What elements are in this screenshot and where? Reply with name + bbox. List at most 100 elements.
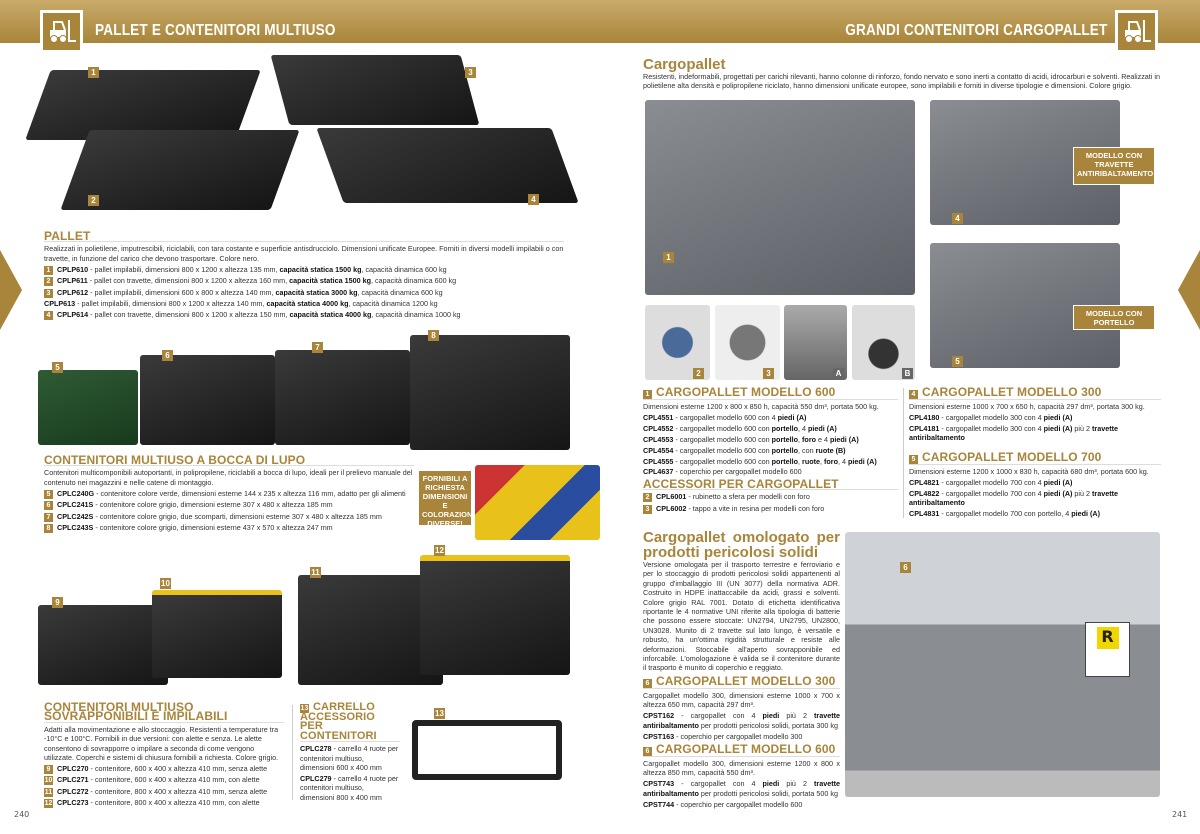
image-number: 4 [528, 194, 539, 205]
section-title-text: CARGOPALLET MODELLO 300 [922, 385, 1102, 399]
section-intro: Cargopallet modello 300, dimensioni este… [643, 690, 840, 710]
item-text-bold: piedi [762, 711, 780, 721]
item-text: , con [798, 445, 816, 455]
item-text: , capacità dinamica 1200 kg [348, 299, 438, 309]
item-text: - contenitore colore verde, dimensioni e… [94, 488, 406, 498]
product-code: CPL4822 [909, 488, 940, 498]
item-text-bold: portello [771, 434, 799, 444]
item-badge: 7 [44, 512, 53, 522]
product-code: CPST163 [643, 731, 675, 741]
list-item: CPL4637 - coperchio per cargopallet mode… [643, 467, 898, 476]
item-badge: 9 [44, 764, 53, 774]
item-text: - cargopallet modello 600 con [673, 445, 772, 455]
item-text: , [820, 456, 824, 466]
item-text: , capacità dinamica 600 kg [371, 276, 457, 286]
section-title-text: Cargopallet omologato per prodotti peric… [643, 529, 840, 561]
item-text: , capacità dinamica 600 kg [357, 287, 443, 297]
image-number: 8 [428, 330, 439, 341]
hazard-letter: R [1096, 627, 1119, 649]
product-code: CPLP612 [57, 287, 89, 297]
product-code: CPL6001 [656, 492, 687, 502]
prev-page-tab[interactable] [0, 250, 22, 330]
image-number: 2 [693, 368, 704, 379]
list-item: CPL4551 - cargopallet modello 600 con 4 … [643, 413, 898, 422]
item-badge: 6 [44, 501, 53, 511]
item-text-bold: capacità statica 1500 kg [279, 264, 362, 274]
section-title-text: CARGOPALLET MODELLO 600 [656, 385, 836, 399]
product-code: CPL4821 [909, 477, 940, 487]
item-text-bold: piedi (A) [1071, 509, 1100, 519]
image-number: 3 [465, 67, 476, 78]
section-title: ACCESSORI PER CARGOPALLET [643, 478, 898, 491]
container-image-10 [152, 590, 282, 678]
image-number: 2 [88, 195, 99, 206]
section-title: Cargopallet omologato per prodotti peric… [643, 530, 840, 560]
item-text: - cargopallet modello 600 con [673, 423, 772, 433]
item-text-bold: piedi [777, 412, 795, 422]
item-text-bold: ruote (B) [815, 445, 846, 455]
list-item: CPL4821 - cargopallet modello 700 con 4 … [909, 478, 1161, 487]
next-page-tab[interactable] [1178, 250, 1200, 330]
product-code: CPLP611 [57, 276, 88, 286]
item-text: - tappo a vite in resina per modelli con… [686, 503, 825, 513]
bin-green-image [38, 370, 138, 445]
item-text-bold: ruote [802, 456, 820, 466]
section-badge: 5 [909, 455, 918, 464]
section-intro: Adatti alla movimentazione e allo stocca… [44, 724, 279, 763]
section-title-text: CARGOPALLET MODELLO 600 [656, 741, 836, 756]
list-item: 3 CPLP612 - pallet impilabili, dimensioni… [44, 288, 564, 298]
product-code: CPLC272 [57, 786, 89, 796]
item-badge: 8 [44, 524, 53, 534]
item-badge: 12 [44, 799, 53, 809]
item-text: - coperchio per cargopallet modello 300 [674, 731, 803, 741]
section-title-text: CONTENITORI MULTIUSO SOVRAPPONIBILI E IM… [44, 700, 228, 724]
item-badge: 3 [44, 288, 53, 298]
hazard-label: R [1085, 622, 1130, 677]
forklift-icon [1115, 10, 1158, 53]
item-text: - pallet impilabili, dimensioni 800 x 12… [75, 299, 267, 309]
custom-sizes-callout: FORNIBILI A RICHIESTA DIMENSIONI E COLOR… [418, 470, 475, 528]
product-code: CPLC278 [300, 744, 332, 754]
item-text-bold: portello [771, 456, 799, 466]
forklift-icon [40, 10, 83, 53]
section-title-text: PALLET [44, 229, 91, 243]
bin-two-compartments-image [275, 350, 410, 445]
item-text: per prodotti pericolosi solidi, portata … [698, 720, 838, 730]
list-item: CPL4831 - cargopallet modello 700 con po… [909, 509, 1161, 518]
item-text: - pallet impilabili, dimensioni 600 x 80… [88, 287, 276, 297]
item-text-bold: portello [771, 423, 799, 433]
product-code: CPLC270 [57, 763, 89, 773]
item-text-bold: travette antiribaltamento [909, 423, 1118, 443]
item-badge: 1 [44, 265, 53, 275]
image-number: 12 [434, 545, 445, 556]
section-intro: Cargopallet modello 300, dimensioni este… [643, 758, 840, 778]
product-code: CPLC279 [300, 773, 332, 783]
item-text: - pallet con travette, dimensioni 800 x … [88, 310, 290, 320]
item-badge: 3 [643, 504, 652, 514]
product-code: CPLC240G [57, 488, 95, 498]
item-text-bold: piedi (A) [1043, 477, 1073, 487]
list-item: CPL4553 - cargopallet modello 600 con po… [643, 435, 898, 444]
section-title-text: CARRELLO ACCESSORIO PER CONTENITORI [300, 701, 377, 742]
section-title-text: CONTENITORI MULTIUSO A BOCCA DI LUPO [44, 453, 306, 467]
section-body: Versione omologata per il trasporto terr… [643, 560, 840, 673]
product-code: CPLP610 [57, 264, 89, 274]
section-intro: Resistenti, indeformabili, progettati pe… [643, 72, 1160, 91]
image-number: 5 [952, 356, 963, 367]
product-code: CPLP613 [44, 299, 76, 309]
